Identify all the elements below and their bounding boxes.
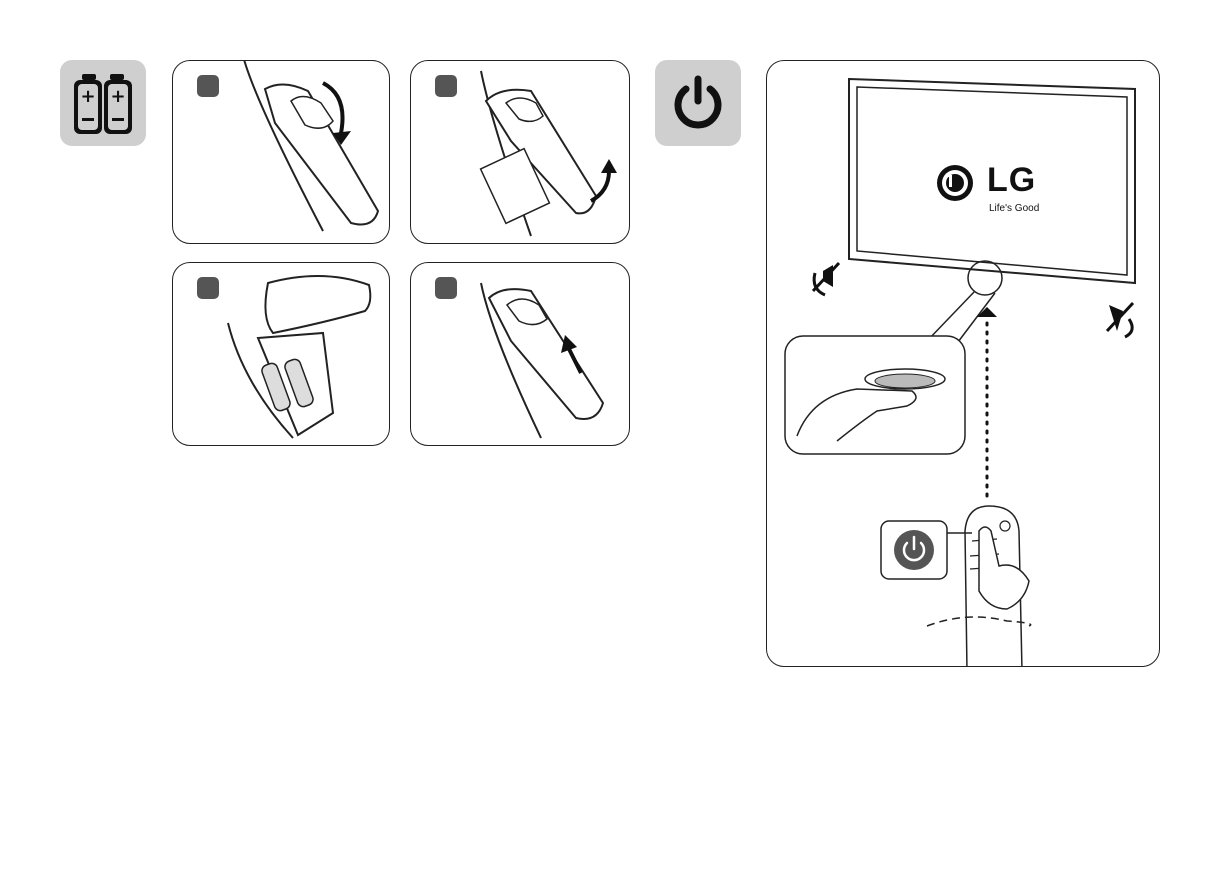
- svg-text:+: +: [110, 86, 125, 107]
- step-4-close-cover: [410, 262, 630, 446]
- remote-illustration-1: [173, 61, 389, 243]
- batteries-icon: + +: [60, 60, 146, 146]
- remote-illustration-3: [173, 263, 389, 445]
- speaker-off-icon-right: [1107, 303, 1133, 337]
- tv-illustration: [767, 61, 1159, 666]
- tv-power-on-panel: LG Life's Good: [766, 60, 1160, 667]
- step-2-lift-cover: [410, 60, 630, 244]
- remote-illustration-2: [411, 61, 629, 243]
- speaker-off-icon-left: [813, 263, 839, 295]
- svg-text:+: +: [80, 86, 95, 107]
- power-icon: [655, 60, 741, 146]
- step-3-insert-batteries: [172, 262, 390, 446]
- brand-logo-text: LG: [987, 161, 1036, 200]
- brand-slogan: Life's Good: [989, 203, 1039, 214]
- step-1-open-cover: [172, 60, 390, 244]
- remote-illustration-4: [411, 263, 629, 445]
